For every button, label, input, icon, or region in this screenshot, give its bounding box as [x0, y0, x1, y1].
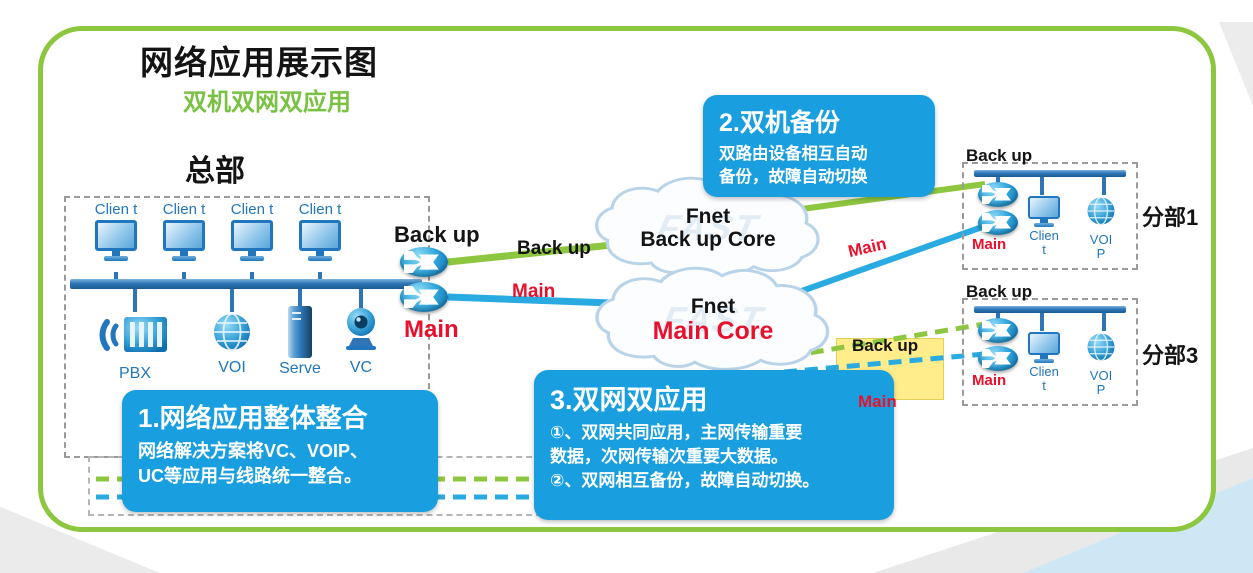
connector-stub — [359, 289, 363, 308]
callout-body: 网络解决方案将VC、VOIP、UC等应用与线路统一整合。 — [138, 441, 369, 487]
globe-icon — [1087, 332, 1115, 362]
router-icon — [400, 282, 448, 312]
branch3-backup-line-label: Back up — [852, 336, 919, 355]
router-icon — [978, 182, 1018, 207]
branch1-backup-label: Back up — [966, 146, 1033, 165]
connector-stub — [298, 289, 302, 306]
hq-server: Serve — [272, 306, 328, 378]
callout-title: 2.双机备份 — [719, 109, 840, 137]
client-monitor-icon — [1022, 332, 1066, 363]
backup-line-label: Back up — [517, 238, 591, 259]
connector-stub — [133, 289, 137, 312]
hq-vc: VC — [338, 306, 384, 377]
client-monitor-icon — [298, 220, 342, 261]
branch3-name: 分部3 — [1142, 343, 1199, 368]
branch3-backup-label: Back up — [966, 282, 1033, 301]
client-label: Clien t — [1029, 228, 1059, 257]
client-label: Clien t — [298, 201, 342, 218]
cloud-role: Main Core — [652, 316, 774, 345]
connector-stub — [250, 272, 254, 280]
branch1-name: 分部1 — [1142, 205, 1199, 230]
hq-label: 总部 — [185, 155, 245, 188]
branch1-main-label: Main — [972, 236, 1007, 253]
client-monitor-icon — [230, 220, 274, 261]
page-subtitle: 双机双网双应用 — [183, 89, 351, 116]
voip-label: VOI P — [1089, 368, 1113, 397]
client-label: Clien t — [162, 201, 206, 218]
webcam-icon — [346, 308, 376, 350]
cloud-name: Fnet — [690, 294, 736, 318]
globe-icon — [1087, 196, 1115, 226]
branch3-main-line-label: Main — [858, 392, 897, 411]
server-icon — [288, 306, 312, 358]
router-icon — [978, 346, 1018, 371]
callout-body: 双路由设备相互自动备份，故障自动切换 — [719, 145, 868, 187]
connector-stub — [230, 289, 234, 312]
connector-stub — [1102, 313, 1106, 331]
client-label: Clien t — [230, 201, 274, 218]
branch1-client: Clien t — [1020, 194, 1068, 257]
vc-label: VC — [349, 359, 373, 376]
server-label: Serve — [279, 360, 321, 377]
callout-network-integration: 1.网络应用整体整合 网络解决方案将VC、VOIP、UC等应用与线路统一整合。 — [122, 390, 438, 512]
callout-title: 3.双网双应用 — [550, 385, 708, 415]
corner-decoration — [1219, 22, 1253, 106]
branch3-network-bus — [974, 306, 1126, 313]
pbx-icon — [99, 317, 167, 352]
hq-network-bus — [70, 279, 422, 289]
callout-title: 1.网络应用整体整合 — [138, 403, 368, 433]
connector-stub — [1040, 177, 1044, 195]
router-icon — [400, 247, 448, 277]
branch1-group: Back up Main Clien t VOI P 分部1 — [960, 144, 1210, 284]
branch3-voip: VOI P — [1084, 332, 1118, 397]
cloud-role: Back up Core — [640, 228, 776, 251]
voip-label: VOI P — [1089, 232, 1113, 261]
hq-client: Clien t — [156, 202, 212, 261]
main-line-label: Main — [512, 281, 556, 302]
client-label: Clien t — [94, 201, 138, 218]
cloud-name: Fnet — [685, 204, 731, 228]
branch3-group: Back up Main Clien t VOI P 分部3 — [960, 280, 1210, 420]
connector-stub — [996, 177, 1000, 183]
router-icon — [978, 318, 1018, 343]
branch1-network-bus — [974, 170, 1126, 177]
hq-pbx: PBX — [98, 310, 172, 383]
voip-label: VOI — [218, 359, 246, 376]
connector-stub — [996, 313, 1000, 319]
branch1-voip: VOI P — [1084, 196, 1118, 261]
hq-main-router-label: Main — [404, 316, 459, 343]
globe-icon — [214, 313, 250, 351]
client-label: Clien t — [1029, 364, 1059, 393]
main-core-cloud: FAST Fnet Main Core — [588, 266, 838, 374]
connector-stub — [318, 272, 322, 280]
hq-client: Clien t — [292, 202, 348, 261]
router-icon — [978, 210, 1018, 235]
branch3-client: Clien t — [1020, 330, 1068, 393]
callout-body: ②、双网相互备份，故障自动切换。 — [550, 470, 820, 490]
connector-stub — [182, 272, 186, 280]
callout-dual-network-apps: 3.双网双应用 ①、双网共同应用，主网传输重要数据，次网传输次重要大数据。 ②、… — [534, 370, 894, 520]
hq-voip: VOI — [210, 312, 254, 377]
callout-dual-router-backup: 2.双机备份 双路由设备相互自动备份，故障自动切换 — [703, 95, 935, 197]
client-monitor-icon — [94, 220, 138, 261]
connector-stub — [1040, 313, 1044, 331]
branch3-main-label: Main — [972, 372, 1007, 389]
hq-client: Clien t — [224, 202, 280, 261]
connector-stub — [114, 272, 118, 280]
client-monitor-icon — [1022, 196, 1066, 227]
callout-body: ①、双网共同应用，主网传输重要数据，次网传输次重要大数据。 — [550, 423, 803, 466]
hq-backup-router-label: Back up — [394, 222, 480, 247]
page-title: 网络应用展示图 — [140, 44, 378, 81]
client-monitor-icon — [162, 220, 206, 261]
pbx-label: PBX — [118, 365, 151, 382]
hq-client: Clien t — [88, 202, 144, 261]
connector-stub — [1102, 177, 1106, 195]
